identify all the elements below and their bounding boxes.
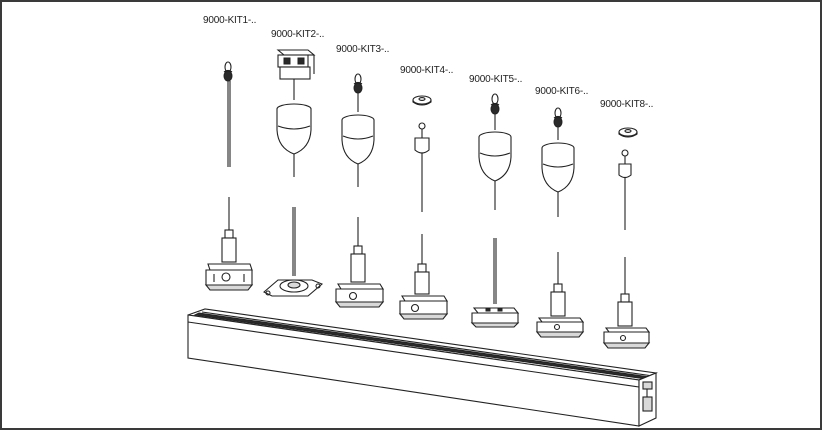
kit-label-5: 9000-KIT5-.. xyxy=(469,74,523,85)
hook-icon xyxy=(223,61,233,82)
kit-1-assembly xyxy=(204,61,254,291)
kit-label-4: 9000-KIT4-.. xyxy=(400,65,454,76)
clamp-icon xyxy=(276,49,316,80)
rail-profile xyxy=(187,308,659,427)
canopy-icon xyxy=(341,114,375,187)
kit-6-assembly xyxy=(535,107,585,338)
kit-8-assembly xyxy=(602,127,651,349)
disc-icon xyxy=(618,127,638,138)
kit-3-assembly xyxy=(334,73,385,308)
kit-5-assembly xyxy=(470,93,520,328)
kit-label-8: 9000-KIT8-.. xyxy=(600,99,654,110)
kit-2-assembly xyxy=(263,49,324,297)
kit-label-3: 9000-KIT3-.. xyxy=(336,44,390,55)
hook-icon xyxy=(553,107,563,128)
canopy-icon xyxy=(276,103,312,177)
canopy-icon xyxy=(541,142,575,217)
disc-icon xyxy=(412,95,432,106)
kit-label-6: 9000-KIT6-.. xyxy=(535,86,589,97)
hook-icon xyxy=(490,93,500,115)
kit-label-1: 9000-KIT1-.. xyxy=(203,15,257,26)
canopy-icon xyxy=(478,131,512,210)
kit-label-2: 9000-KIT2-.. xyxy=(271,29,325,40)
hook-icon xyxy=(353,73,363,94)
kit-4-assembly xyxy=(398,95,449,320)
